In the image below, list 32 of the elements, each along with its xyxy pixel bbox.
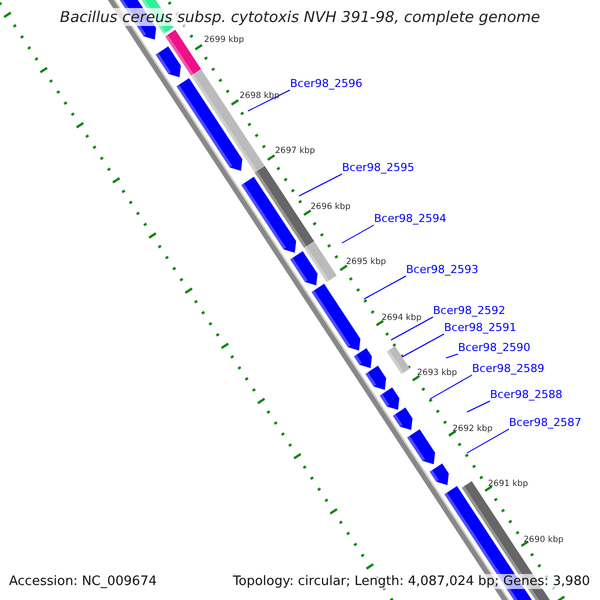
leader-line xyxy=(298,174,342,196)
leader-line xyxy=(430,374,472,400)
leader-line xyxy=(466,428,510,454)
gene-label: Bcer98_2590 xyxy=(458,342,530,354)
tick-label: 2697 kbp xyxy=(275,146,316,156)
gene-label: Bcer98_2595 xyxy=(342,162,414,174)
tick-label: 2694 kbp xyxy=(382,312,422,322)
leader-line xyxy=(342,224,374,244)
leader-line xyxy=(364,276,406,300)
accession-text: Accession: NC_009674 xyxy=(9,574,157,589)
tick-label: 2699 kbp xyxy=(204,35,244,45)
gene-label: Bcer98_2591 xyxy=(444,322,516,334)
gene-label: Bcer98_2589 xyxy=(472,363,544,375)
tick-label: 2693 kbp xyxy=(417,368,458,378)
tick-label: 2695 kbp xyxy=(346,257,386,267)
leader-line xyxy=(466,400,490,412)
tick-label: 2698 kbp xyxy=(240,90,280,100)
leader-line xyxy=(390,316,434,340)
tick-label: 2692 kbp xyxy=(452,424,493,434)
leader-line xyxy=(446,354,458,358)
gene-label: Bcer98_2587 xyxy=(509,417,582,429)
leader-line xyxy=(248,90,290,112)
leader-line xyxy=(402,334,444,358)
gene-label: Bcer98_2592 xyxy=(433,305,506,317)
genome-summary-text: Topology: circular; Length: 4,087,024 bp; Genes: 3,980 xyxy=(232,574,590,589)
tick-label: 2696 kbp xyxy=(310,202,351,212)
tick-label: 2691 kbp xyxy=(488,479,528,489)
gene-label: Bcer98_2588 xyxy=(490,389,562,401)
gene-label: Bcer98_2593 xyxy=(406,264,478,276)
gene-label: Bcer98_2594 xyxy=(374,213,446,225)
tick-label: 2690 kbp xyxy=(524,534,564,544)
gene-label: Bcer98_2596 xyxy=(290,78,362,90)
